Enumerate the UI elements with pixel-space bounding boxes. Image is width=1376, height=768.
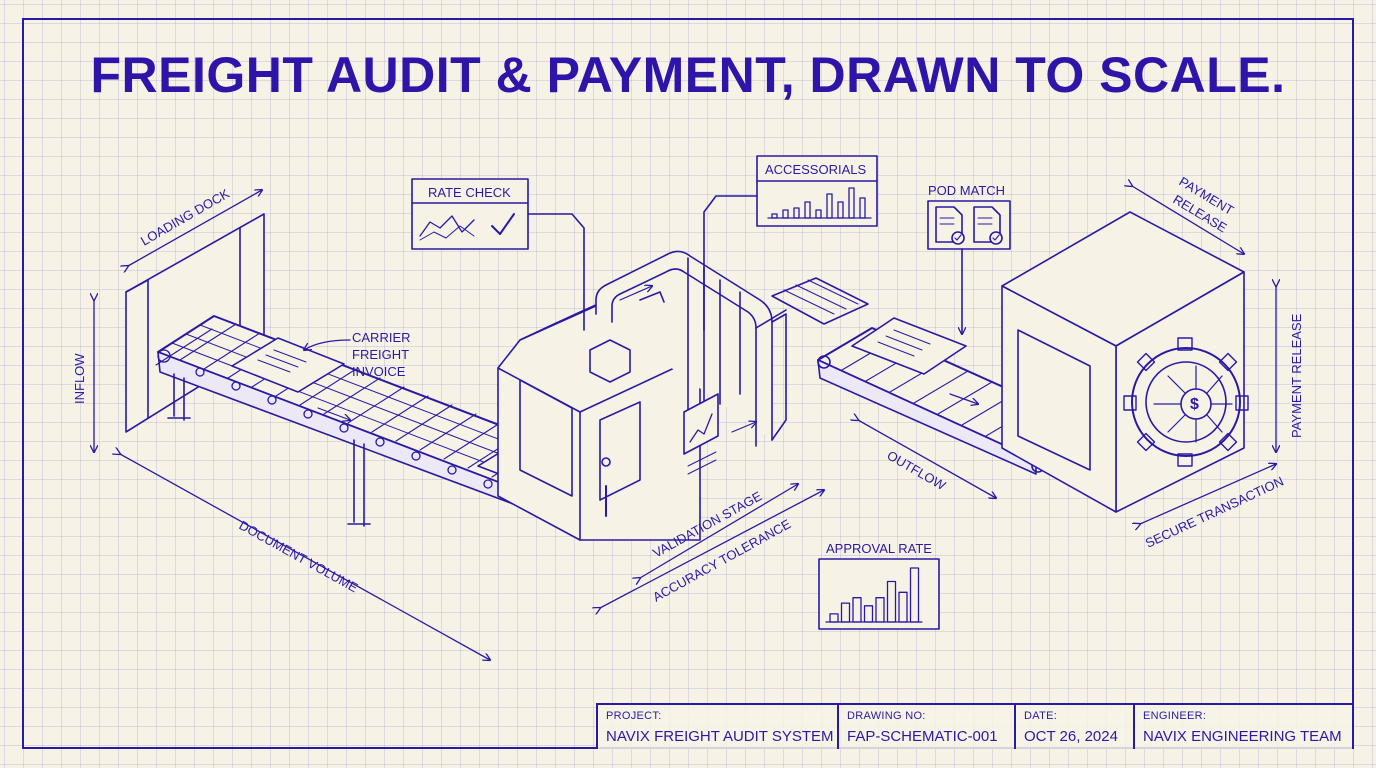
- title-block-drawing: DRAWING NO: FAP-SCHEMATIC-001: [839, 705, 1016, 749]
- drawing-value: FAP-SCHEMATIC-001: [847, 728, 998, 745]
- inflow-label: INFLOW: [72, 353, 87, 404]
- dimension-lines: [94, 186, 1276, 660]
- accessorials-callout: [703, 155, 878, 331]
- diagram-title: FREIGHT AUDIT & PAYMENT, DRAWN TO SCALE.: [90, 47, 1286, 103]
- document-volume-label: DOCUMENT VOLUME: [237, 518, 361, 596]
- carrier-invoice-line-1: CARRIER: [352, 330, 411, 345]
- payment-vault: [1001, 211, 1249, 513]
- project-key: PROJECT:: [606, 710, 662, 722]
- title-block: PROJECT: NAVIX FREIGHT AUDIT SYSTEM DRAW…: [596, 703, 1352, 749]
- title-block-project: PROJECT: NAVIX FREIGHT AUDIT SYSTEM: [598, 705, 839, 749]
- date-key: DATE:: [1024, 710, 1058, 722]
- pod-match-callout: [927, 200, 1011, 334]
- pod-match-label: POD MATCH: [928, 183, 1005, 198]
- engineer-value: NAVIX ENGINEERING TEAM: [1143, 728, 1342, 745]
- conveyor-middle: [771, 277, 869, 325]
- validation-machine: [497, 250, 787, 541]
- date-value: OCT 26, 2024: [1024, 728, 1118, 745]
- title-block-date: DATE: OCT 26, 2024: [1016, 705, 1135, 749]
- approval-rate-chart: [818, 558, 940, 630]
- dollar-sign-icon: $: [1190, 396, 1199, 413]
- rate-check-label: RATE CHECK: [428, 185, 511, 200]
- payment-release-side-label: PAYMENT RELEASE: [1289, 313, 1304, 438]
- outflow-label: OUTFLOW: [885, 448, 949, 494]
- approval-rate-label: APPROVAL RATE: [826, 541, 932, 556]
- accessorials-label: ACCESSORIALS: [765, 162, 866, 177]
- title-block-engineer: ENGINEER: NAVIX ENGINEERING TEAM: [1135, 705, 1352, 749]
- carrier-invoice-line-3: INVOICE: [352, 364, 406, 379]
- rate-check-callout: [411, 178, 585, 331]
- drawing-key: DRAWING NO:: [847, 710, 926, 722]
- carrier-invoice-line-2: FREIGHT: [352, 347, 409, 362]
- engineer-key: ENGINEER:: [1143, 710, 1207, 722]
- project-value: NAVIX FREIGHT AUDIT SYSTEM: [606, 728, 834, 745]
